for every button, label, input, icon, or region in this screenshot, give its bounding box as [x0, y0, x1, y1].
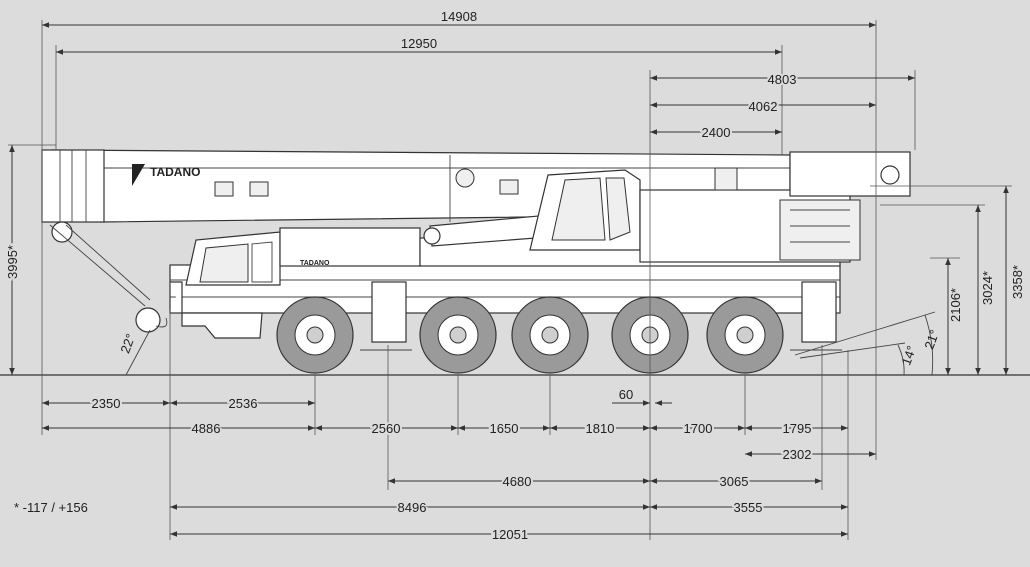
- dim-front-axle: 2536: [229, 396, 258, 411]
- dim-height-3358: 3358*: [1010, 265, 1025, 299]
- dim-rear-2302: 2302: [783, 447, 812, 462]
- wheel-axle-2: [419, 296, 497, 374]
- dim-height-total: 3995*: [5, 245, 20, 279]
- boom-brand: TADANO: [150, 165, 200, 179]
- wheel-axle-3: [511, 296, 589, 374]
- wheel-axle-1: [276, 296, 354, 374]
- tadano-logo-mark: [132, 164, 145, 186]
- dim-offset-60: 60: [619, 387, 633, 402]
- dim-height-2106: 2106*: [948, 288, 963, 322]
- dim-axle-1810: 1810: [586, 421, 615, 436]
- dim-front-overhang: 2350: [92, 396, 121, 411]
- dim-rear-4803: 4803: [768, 72, 797, 87]
- wheel-axle-5: [706, 296, 784, 374]
- dim-axle-1650: 1650: [490, 421, 519, 436]
- angle-departure-21: 21°: [921, 328, 942, 352]
- angle-departure-14: 14°: [898, 344, 919, 368]
- dim-outrigger-4680: 4680: [503, 474, 532, 489]
- dim-overall-12051: 12051: [492, 527, 528, 542]
- dim-wb-3555: 3555: [734, 500, 763, 515]
- dim-front-to-axle: 4886: [192, 421, 221, 436]
- dim-total-length: 14908: [441, 9, 477, 24]
- crane-illustration: TADANO TADANO: [41, 149, 911, 351]
- departure-14-line: [799, 342, 906, 359]
- departure-21-line: [794, 311, 936, 356]
- dim-axle-1795: 1795: [783, 421, 812, 436]
- footnote: * -117 / +156: [14, 500, 88, 515]
- dim-outrigger-3065: 3065: [720, 474, 749, 489]
- cab-logo-text: TADANO: [300, 260, 330, 267]
- dim-boom-length: 12950: [401, 36, 437, 51]
- extension-lines: [8, 20, 1012, 540]
- dim-wb-8496: 8496: [398, 500, 427, 515]
- dim-rear-2400: 2400: [702, 125, 731, 140]
- dim-axle-2560: 2560: [372, 421, 401, 436]
- dim-height-3024: 3024*: [980, 271, 995, 305]
- dim-rear-4062: 4062: [749, 99, 778, 114]
- dim-axle-1700: 1700: [684, 421, 713, 436]
- approach-angle-line: [125, 329, 151, 376]
- angle-approach: 22°: [117, 332, 138, 356]
